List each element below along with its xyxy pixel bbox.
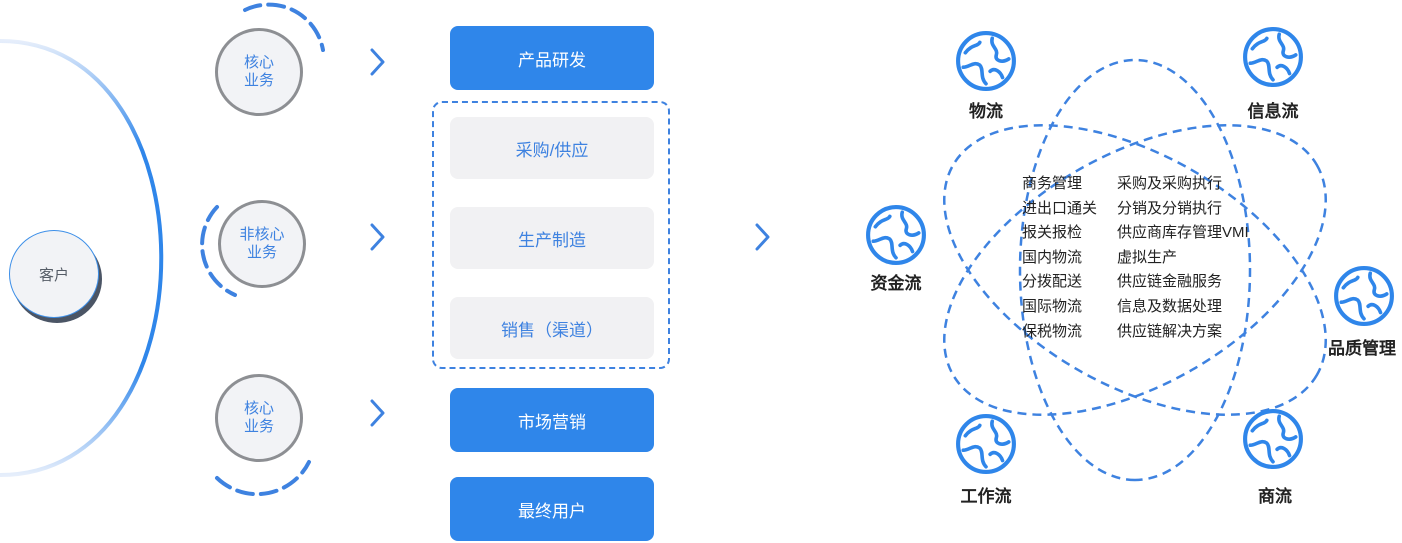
step-procurement-label: 采购/供应 [515,140,589,160]
step-product-rd: 产品研发 [450,26,654,90]
service-item: 虚拟生产 [1117,248,1178,266]
service-item: 供应链金融服务 [1117,273,1223,291]
service-item: 采购及采购执行 [1117,175,1223,192]
step-manufacturing-label: 生产制造 [518,230,586,250]
step-marketing-label: 市场营销 [518,412,586,432]
customer-arc [0,39,164,477]
globe-icon [1243,409,1303,469]
core-business-bottom-dashed-arc [215,460,311,497]
chevron-right-icon [370,223,385,251]
service-item: 保税物流 [1022,322,1083,340]
service-item: 供应链解决方案 [1117,322,1223,340]
flow-commerce-label: 商流 [1258,487,1292,506]
step-product-rd-label: 产品研发 [518,50,586,70]
globe-icon [866,205,926,265]
core-business-bottom-line2: 业务 [243,418,274,435]
service-item: 分拨配送 [1022,273,1083,291]
service-item: 供应商库存管理VMI [1117,224,1249,242]
flow-ellipses [943,58,1327,482]
non-core-business-line1: 非核心 [239,226,285,243]
step-procurement: 采购/供应 [450,117,654,179]
chevron-right-icon [370,399,385,427]
services-right-list: 采购及采购执行 分销及分销执行 供应商库存管理VMI 虚拟生产 供应链金融服务 … [1117,172,1249,344]
core-business-line2: 业务 [243,72,274,89]
flow-information-label: 信息流 [1247,102,1299,121]
flow-capital-label: 资金流 [870,274,922,293]
non-core-business-circle: 非核心业务 [218,200,306,288]
step-end-user-label: 最终用户 [518,501,586,521]
step-sales-label: 销售（渠道） [501,320,603,340]
service-item: 分销及分销执行 [1117,199,1223,217]
services-left-list: 商务管理 进出口通关 报关报检 国内物流 分拨配送 国际物流 保税物流 [1022,172,1097,344]
service-item: 国际物流 [1022,297,1083,315]
chevron-right-icon [755,223,770,251]
service-item: 信息及数据处理 [1117,297,1223,315]
flow-logistics-label: 物流 [969,102,1003,121]
step-end-user: 最终用户 [450,477,654,541]
step-sales: 销售（渠道） [450,297,654,359]
core-business-circle-bottom: 核心业务 [215,374,303,462]
globe-icon [1243,27,1303,87]
service-item: 商务管理 [1022,175,1083,192]
service-item: 报关报检 [1022,224,1083,242]
service-item: 进出口通关 [1022,199,1098,217]
outsourced-steps-group [432,101,670,369]
globe-icon [1334,266,1394,326]
non-core-business-dashed-arc [200,205,237,297]
step-marketing: 市场营销 [450,388,654,452]
service-item: 国内物流 [1022,248,1083,266]
core-business-bottom-line1: 核心 [243,400,274,417]
core-business-circle-top: 核心业务 [215,28,303,116]
globe-icon [956,414,1016,474]
core-business-top-dashed-arc [243,2,325,52]
customer-label: 客户 [38,266,69,284]
chevron-right-icon [370,48,385,76]
step-manufacturing: 生产制造 [450,207,654,269]
core-business-line1: 核心 [243,54,274,71]
flow-work-label: 工作流 [960,487,1012,506]
non-core-business-line2: 业务 [246,244,277,261]
customer-node: 客户 [9,230,99,318]
flow-quality-label: 品质管理 [1328,339,1396,358]
globe-icon [956,31,1016,91]
